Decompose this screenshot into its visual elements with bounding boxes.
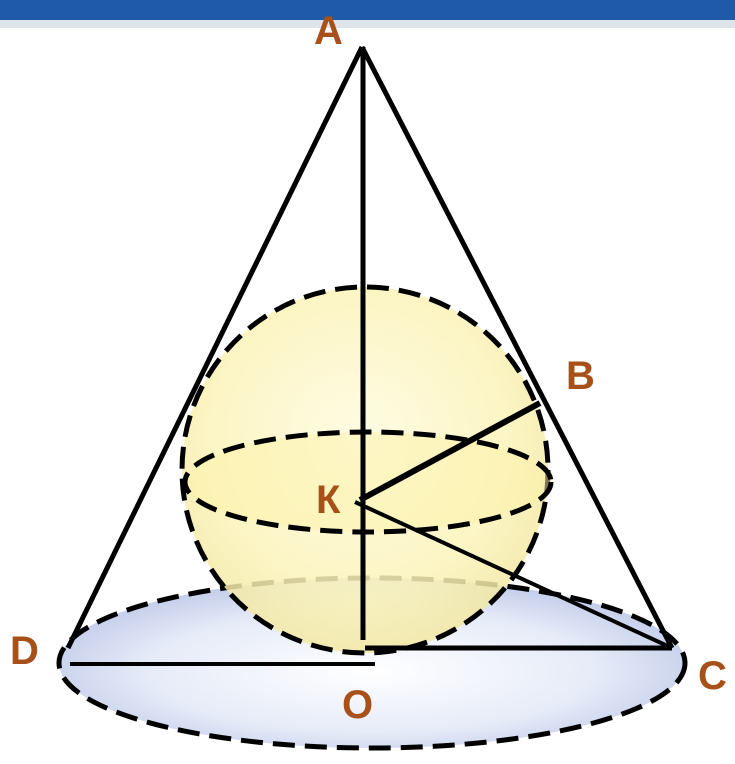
label-A: A bbox=[314, 9, 343, 53]
segment-KC bbox=[354, 500, 673, 650]
label-O: O bbox=[342, 683, 373, 727]
segment-KB bbox=[358, 400, 542, 503]
generator-AC bbox=[359, 45, 675, 650]
label-C: C bbox=[698, 654, 727, 698]
label-K: К bbox=[316, 478, 341, 522]
generator-AD bbox=[65, 45, 365, 650]
label-B: B bbox=[566, 354, 595, 398]
sphere-equator bbox=[182, 429, 554, 535]
label-D: D bbox=[10, 629, 39, 673]
top-bar bbox=[0, 0, 735, 20]
top-bar-shadow bbox=[0, 20, 735, 28]
